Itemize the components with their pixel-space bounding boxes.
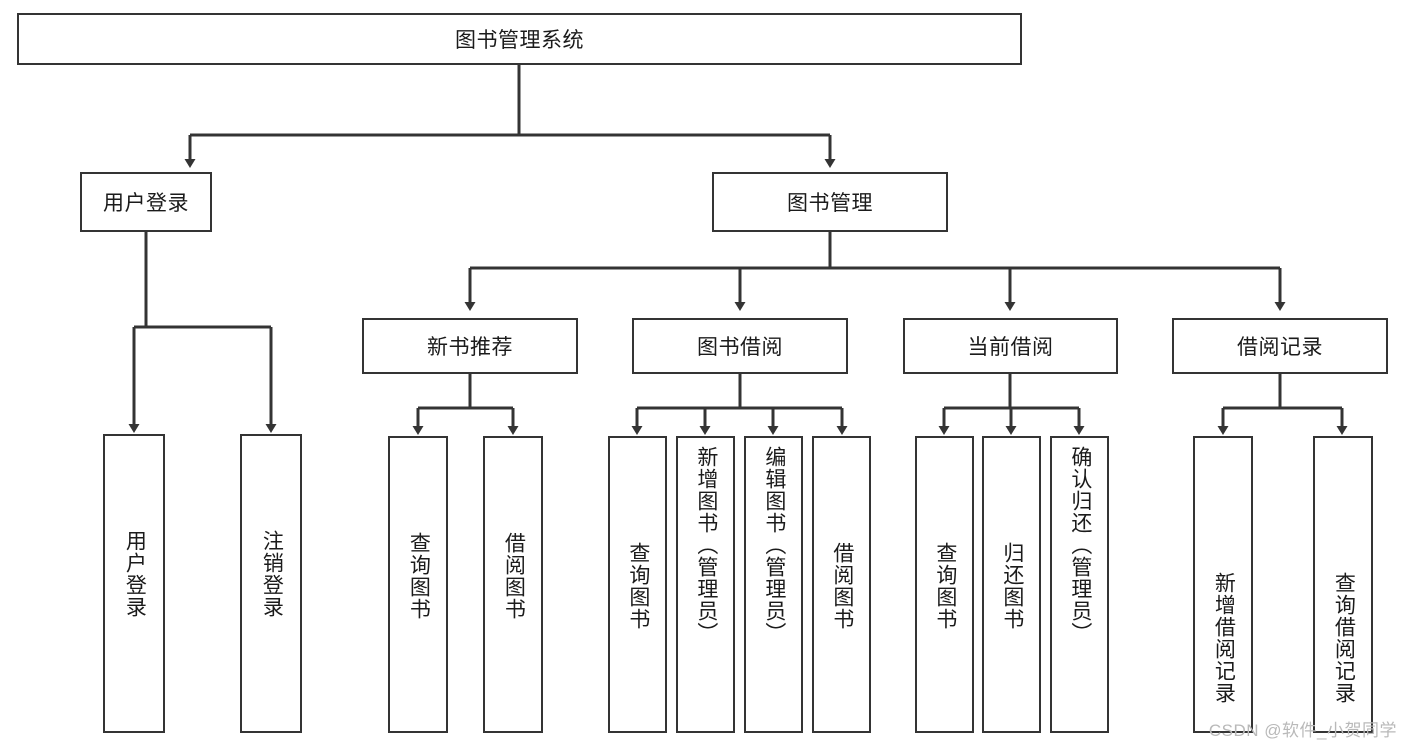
node-current-borrow[interactable]: 当前借阅	[903, 318, 1118, 374]
node-label: 借阅记录	[1237, 336, 1323, 359]
node-label: 查询借阅记录	[1332, 572, 1356, 704]
node-label: 当前借阅	[967, 336, 1054, 359]
node-label: 新增借阅记录	[1212, 572, 1236, 704]
node-label: 注销登录	[260, 530, 284, 618]
node-label: 编辑图书（管理员）	[762, 446, 786, 644]
node-book-borrow[interactable]: 图书借阅	[632, 318, 848, 374]
node-new-book-recommend[interactable]: 新书推荐	[362, 318, 578, 374]
node-book-management[interactable]: 图书管理	[712, 172, 948, 232]
node-label: 借阅图书	[830, 542, 854, 630]
node-label: 查询图书	[626, 542, 650, 630]
node-label: 查询图书	[933, 542, 957, 630]
node-label: 查询图书	[407, 532, 431, 620]
leaf-current-query-book[interactable]: 查询图书	[915, 436, 974, 733]
node-label: 图书管理系统	[455, 29, 584, 52]
node-label: 图书管理	[787, 192, 873, 215]
leaf-borrow-query-book[interactable]: 查询图书	[608, 436, 667, 733]
leaf-borrow-borrow-book[interactable]: 借阅图书	[812, 436, 871, 733]
node-label: 用户登录	[103, 192, 189, 215]
node-label: 新增图书（管理员）	[694, 446, 718, 644]
node-label: 归还图书	[1000, 542, 1024, 630]
node-label: 图书借阅	[697, 336, 783, 359]
leaf-records-query-record[interactable]: 查询借阅记录	[1313, 436, 1373, 733]
node-label: 确认归还（管理员）	[1068, 446, 1092, 644]
leaf-user-login-signin[interactable]: 用户登录	[103, 434, 165, 733]
leaf-borrow-edit-book-admin[interactable]: 编辑图书（管理员）	[744, 436, 803, 733]
leaf-borrow-add-book-admin[interactable]: 新增图书（管理员）	[676, 436, 735, 733]
node-root-system[interactable]: 图书管理系统	[17, 13, 1022, 65]
leaf-current-return-book[interactable]: 归还图书	[982, 436, 1041, 733]
leaf-current-confirm-return-admin[interactable]: 确认归还（管理员）	[1050, 436, 1109, 733]
leaf-user-login-signout[interactable]: 注销登录	[240, 434, 302, 733]
node-user-login[interactable]: 用户登录	[80, 172, 212, 232]
leaf-records-add-record[interactable]: 新增借阅记录	[1193, 436, 1253, 733]
node-label: 用户登录	[123, 530, 147, 618]
node-label: 借阅图书	[502, 532, 526, 620]
node-borrow-records[interactable]: 借阅记录	[1172, 318, 1388, 374]
watermark-text: CSDN @软件_小贺同学	[1208, 721, 1397, 740]
node-label: 新书推荐	[427, 336, 513, 359]
leaf-new-book-query[interactable]: 查询图书	[388, 436, 448, 733]
leaf-new-book-borrow[interactable]: 借阅图书	[483, 436, 543, 733]
